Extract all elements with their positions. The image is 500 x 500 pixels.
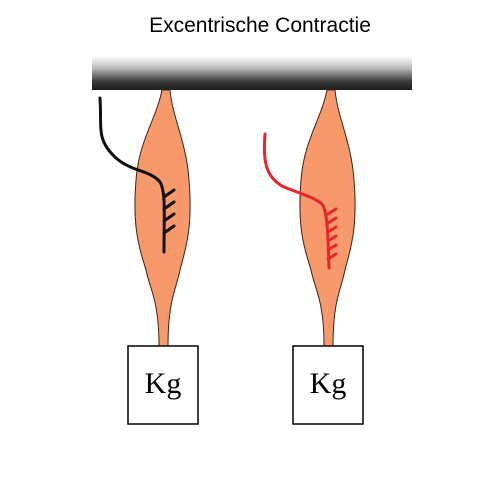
nerve-left: [98, 96, 176, 254]
weight-left: Kg: [127, 345, 199, 425]
weight-right-label: Kg: [310, 367, 347, 400]
nerve-right: [262, 132, 338, 270]
diagram-title: Excentrische Contractie: [149, 14, 371, 37]
weight-left-label: Kg: [145, 367, 182, 400]
ceiling-bar: [92, 56, 412, 90]
weight-right: Kg: [292, 345, 364, 425]
muscle-left: [134, 89, 191, 347]
